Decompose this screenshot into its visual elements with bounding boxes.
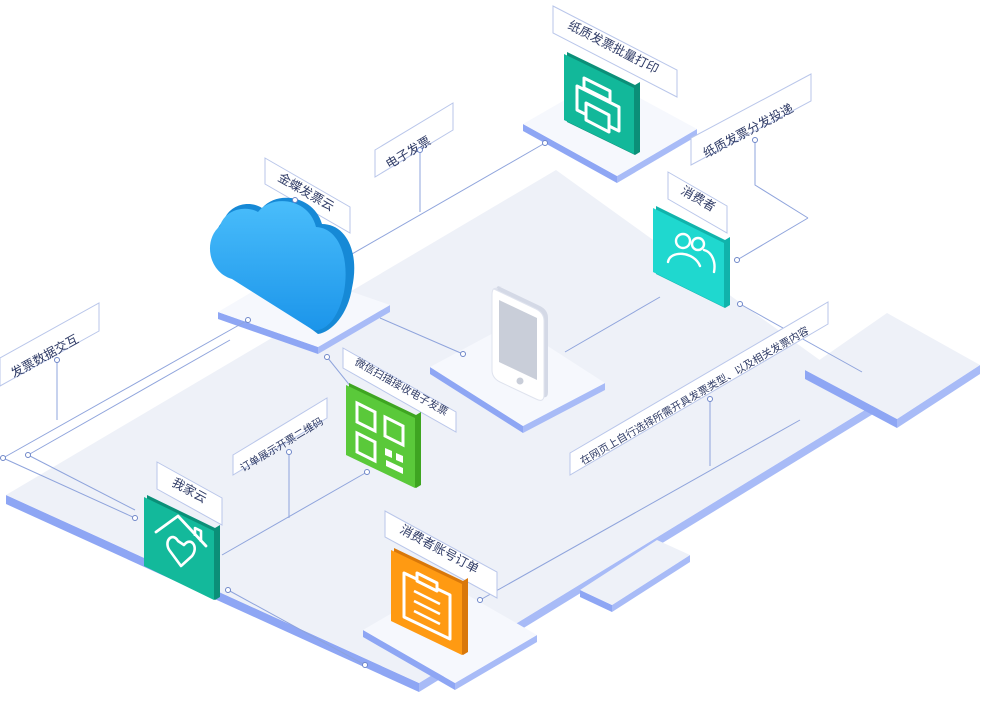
connector-lines xyxy=(2,140,863,666)
platform-layer xyxy=(6,78,980,692)
home-icon xyxy=(144,495,220,600)
smartphone-icon xyxy=(491,286,548,401)
clipboard-icon xyxy=(391,548,468,655)
bottom-step-platform xyxy=(580,540,690,612)
people-icon xyxy=(653,206,730,308)
right-step-platform xyxy=(805,313,980,428)
cloud-icon xyxy=(209,197,355,334)
label-e-invoice: 电子发票 xyxy=(374,102,454,178)
connector-dots xyxy=(0,137,758,668)
label-invoice-data-exchange: 发票数据交互 xyxy=(0,302,100,387)
qr-code-icon xyxy=(346,383,421,488)
printer-icon xyxy=(564,52,640,155)
label-paper-distribution: 纸质发票分发投递 xyxy=(690,73,812,166)
